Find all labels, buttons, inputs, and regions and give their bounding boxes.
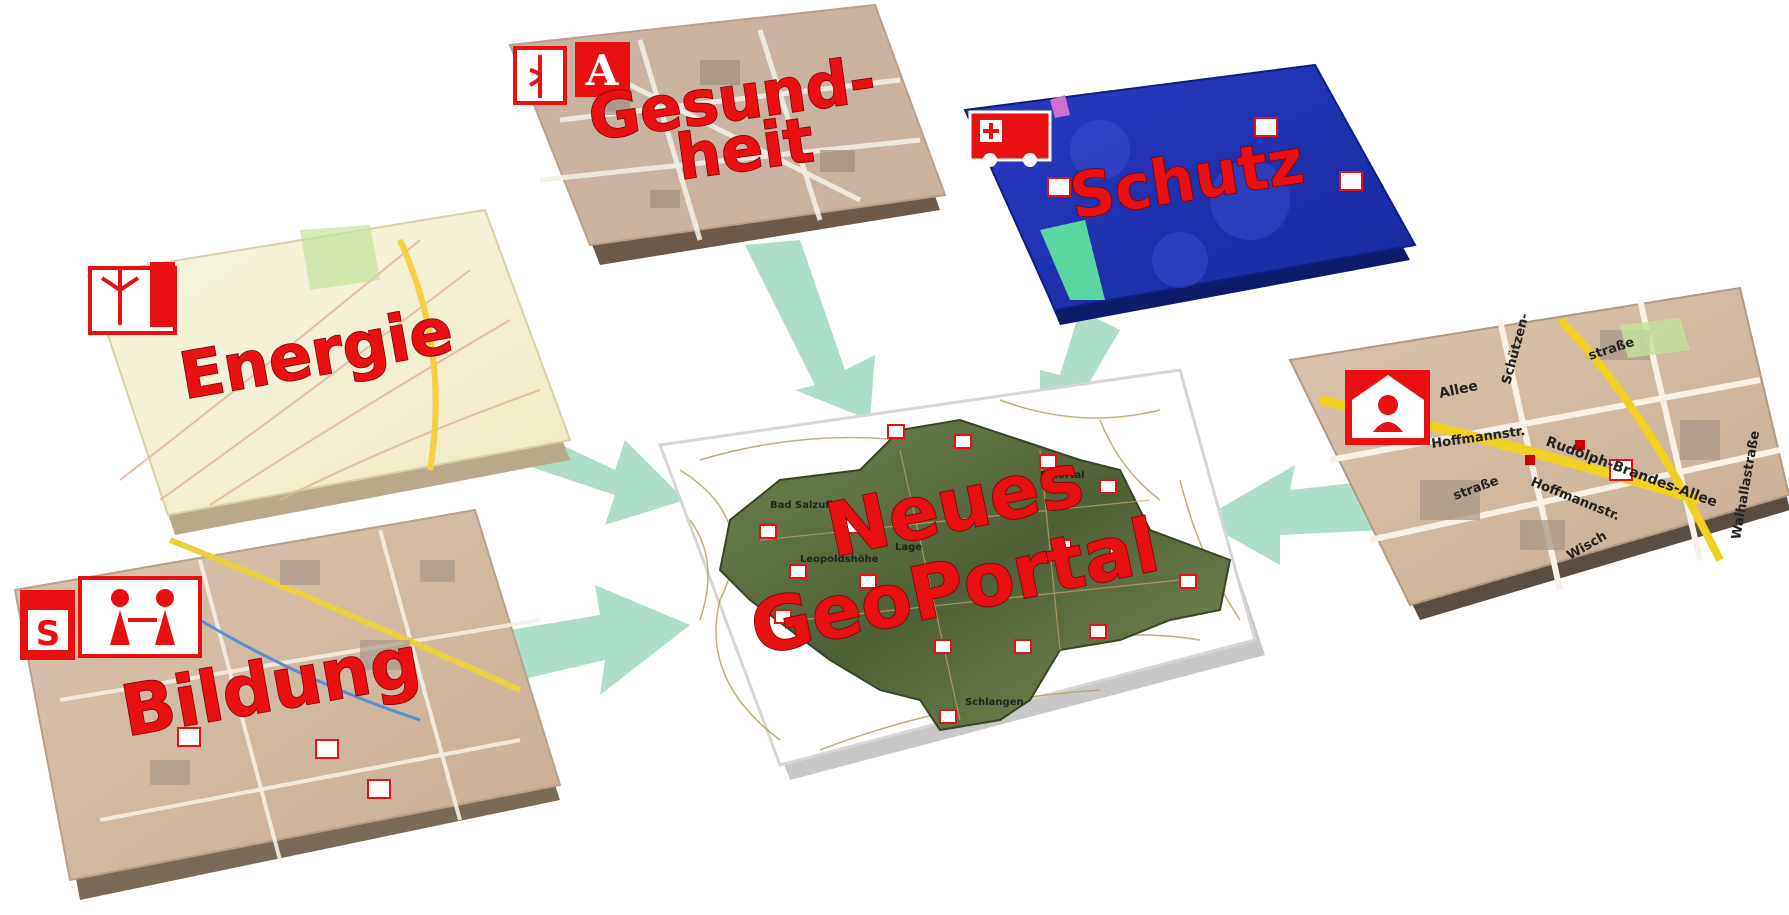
senior-home-icon <box>1345 370 1430 445</box>
region-terrain <box>718 418 1232 732</box>
arrow-seniors-to-center <box>1200 465 1385 565</box>
wind-turbine-icon <box>88 262 177 335</box>
tile-schutz[interactable]: Schutz <box>963 63 1417 325</box>
tile-seniors[interactable]: Allee Hoffmannstr. straße Schützen- Rudo… <box>1288 286 1789 620</box>
place-label: Leopoldshöhe <box>800 554 879 565</box>
ambulance-marker-icons <box>1047 117 1363 197</box>
ambulance-icon <box>968 110 1052 167</box>
school-marker-icons <box>177 727 391 799</box>
place-label: Extertal <box>1040 470 1085 481</box>
svg-text:A: A <box>585 46 620 95</box>
marker-icons <box>759 424 1197 724</box>
tile-geoportal[interactable]: Bad Salzuflen Lage Leopoldshöhe Extertal… <box>657 368 1265 780</box>
senior-marker-icons <box>1525 440 1633 481</box>
place-label: Bad Salzuflen <box>770 500 847 511</box>
place-label: Schlangen <box>965 697 1024 708</box>
arrow-bildung-to-center <box>510 585 690 695</box>
tile-bildung[interactable]: S Bildung <box>13 508 562 900</box>
arrow-gesundheit-to-center <box>745 240 875 420</box>
tile-gesundheit-label-line2: heit <box>672 103 818 194</box>
school-children-icon: S <box>20 576 202 660</box>
tile-gesundheit[interactable]: A Gesund- heit <box>508 3 947 265</box>
tile-energie[interactable]: Energie <box>86 208 572 535</box>
pharmacy-icon: A <box>513 42 630 105</box>
svg-text:S: S <box>36 614 61 654</box>
place-label: Lage <box>895 542 922 553</box>
